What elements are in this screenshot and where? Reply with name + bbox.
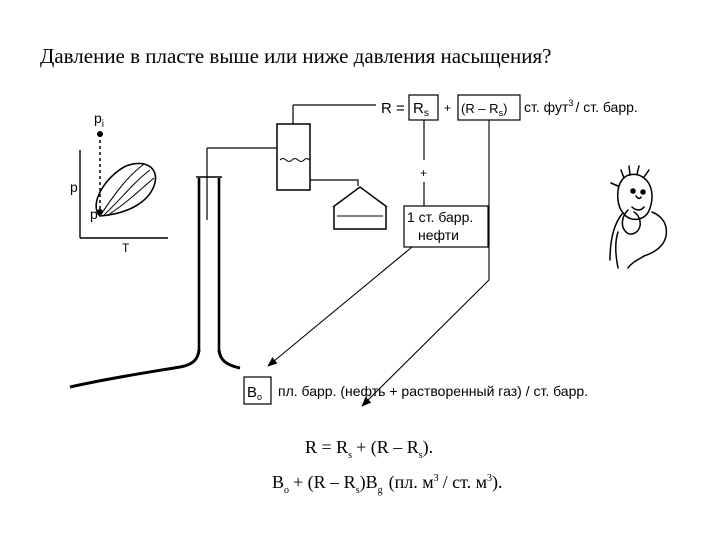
stock-tank-line1: 1 ст. барр. xyxy=(407,209,473,225)
gor-lhs: R = xyxy=(381,100,405,117)
arrow-free-gas-diagonal xyxy=(361,279,490,407)
bo-units: пл. барр. (нефть + растворенный газ) / с… xyxy=(278,383,588,399)
svg-text:Bo+ (R – Rs)Bg(пл. м3/ ст. м3): Bo+ (R – Rs)Bg(пл. м3/ ст. м3). xyxy=(272,472,503,496)
gor-equation: R = Rs + (R – Rs) ст. фут3/ ст. барр. xyxy=(381,94,638,121)
formation-right xyxy=(217,349,241,370)
point-initial-pressure xyxy=(97,131,103,137)
thinking-person-illustration xyxy=(609,165,668,269)
gor-units: ст. фут3/ ст. барр. xyxy=(524,98,638,115)
point-lower-pressure xyxy=(97,209,103,215)
label-lower-pressure: p xyxy=(90,206,98,222)
gor-plus: + xyxy=(444,101,451,115)
stock-tank-barrel-box: 1 ст. барр. нефти xyxy=(403,205,489,248)
pt-axis-x-label: T xyxy=(122,241,130,255)
phase-envelope xyxy=(95,162,157,217)
separator-vessel xyxy=(276,123,311,191)
pt-axis-y-label: p xyxy=(70,179,78,195)
bo-box xyxy=(243,376,272,405)
separator-oil-line xyxy=(310,179,359,186)
gor-free-gas: (R – Rs) xyxy=(461,101,507,118)
separator-liquid-level xyxy=(279,158,310,162)
gor-rs: Rs xyxy=(413,100,429,119)
stock-tank-line2: нефти xyxy=(418,227,459,243)
separator xyxy=(276,104,376,191)
stock-tank-plus: + xyxy=(420,166,427,180)
svg-text:R = Rs+ (R – Rs).: R = Rs+ (R – Rs). xyxy=(305,437,433,461)
stock-tank xyxy=(332,186,388,230)
bo-equation: Bo пл. барр. (нефть + растворенный газ) … xyxy=(243,376,588,405)
formula-total-volume: Bo+ (R – Rs)Bg(пл. м3/ ст. м3). xyxy=(272,472,503,496)
arrow-tank-to-bo xyxy=(267,246,413,367)
well-and-formation xyxy=(69,147,277,389)
bo-symbol: Bo xyxy=(247,384,262,402)
formation-top xyxy=(69,349,201,389)
formula-total-gor: R = Rs+ (R – Rs). xyxy=(305,437,433,461)
slide-title: Давление в пласте выше или ниже давления… xyxy=(40,44,552,68)
label-initial-pressure: pi xyxy=(94,110,104,130)
pt-phase-diagram: p T pi p xyxy=(70,110,168,255)
